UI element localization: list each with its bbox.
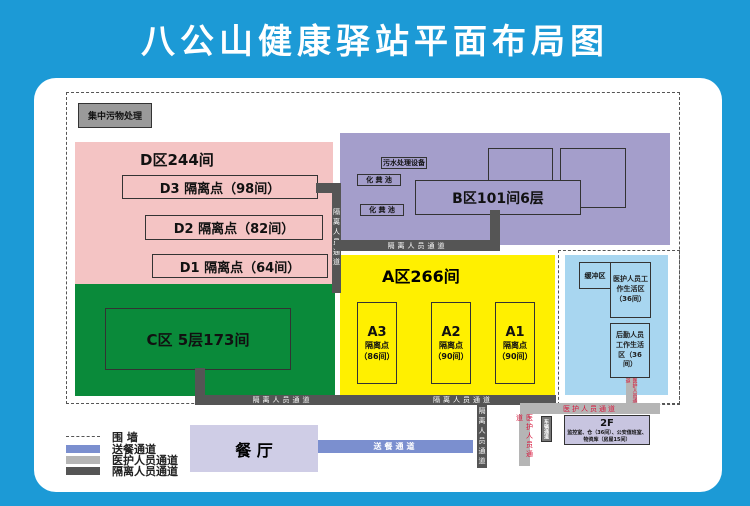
zone-d3: D3 隔离点（98间） — [122, 175, 318, 199]
unit-rooms: （90间） — [497, 351, 533, 361]
legend-food-swatch — [66, 444, 100, 453]
buffer-zone: 缓冲区 — [579, 262, 611, 289]
sewage-equipment: 污水处理设备 — [381, 157, 427, 169]
food-path: 送餐通道 — [318, 440, 473, 453]
medical-path-vertical: 医护人员通道 — [516, 414, 534, 466]
isolation-path-exit: 隔离人员通道 — [477, 405, 487, 468]
unit-name: A2 — [441, 324, 461, 340]
zone-d2: D2 隔离点（82间） — [145, 215, 323, 240]
legend-medical-swatch — [66, 455, 100, 464]
legend-wall: 围 墙 — [112, 430, 138, 444]
zone-a-title: A区266间 — [382, 267, 460, 286]
medical-living-area: 医护人员工作生活区（36间） — [610, 262, 651, 318]
vehicle-path: 车辆通道 — [541, 416, 552, 442]
zone-d — [75, 142, 333, 284]
canteen: 餐 厅 — [190, 425, 318, 472]
unit-name: A1 — [505, 324, 525, 340]
zone-a — [340, 255, 555, 395]
legend-medical: 医护人员通道 — [112, 453, 178, 467]
building-outline — [560, 148, 626, 208]
unit-label: 隔离点 — [439, 340, 463, 350]
unit-label: 隔离点 — [503, 340, 527, 350]
page-title: 八公山健康驿站平面布局图 — [141, 22, 609, 62]
medical-path-short: 医护人员通道 — [624, 378, 638, 403]
isolation-path-vertical: 隔离人员通道 — [332, 183, 341, 293]
waste-processing: 集中污物处理 — [78, 103, 152, 128]
isolation-path-a: 隔离人员通道 — [370, 395, 556, 405]
septic-tank: 化 粪 池 — [360, 204, 404, 216]
isolation-path-c: 隔离人员通道 — [195, 395, 370, 405]
unit-rooms: （90间） — [433, 351, 469, 361]
isolation-path-segment — [316, 183, 334, 193]
zone-c-title: C区 5层173间 — [105, 308, 291, 370]
logistics-living-area: 后勤人员工作生活区（36间） — [610, 323, 650, 378]
unit-label: 隔离点 — [365, 340, 389, 350]
unit-rooms: （86间） — [359, 351, 395, 361]
legend-wall-swatch — [66, 436, 100, 437]
zone-d1: D1 隔离点（64间） — [152, 254, 328, 278]
zone-b-title: B区101间6层 — [415, 180, 581, 215]
unit-name: A3 — [367, 324, 387, 340]
building-2f-title: 2F — [600, 417, 614, 429]
septic-tank: 化 粪 池 — [357, 174, 401, 186]
isolation-path-b: 隔离人员通道 — [335, 240, 500, 251]
legend-isolation-swatch — [66, 466, 100, 475]
medical-path: 医护人员通道 — [520, 403, 660, 414]
legend-food: 送餐通道 — [112, 442, 156, 456]
zone-c — [75, 284, 335, 396]
zone-d-title: D区244间 — [140, 151, 214, 169]
legend-isolation: 隔离人员通道 — [112, 464, 178, 478]
isolation-path-segment — [195, 368, 205, 398]
building-2f-desc: 监控室、仓（36间）、公安值班室、物资库（房屋15间） — [567, 429, 647, 443]
isolation-path-segment — [490, 210, 500, 245]
legend: 围 墙 送餐通道 医护人员通道 隔离人员通道 — [66, 430, 178, 478]
